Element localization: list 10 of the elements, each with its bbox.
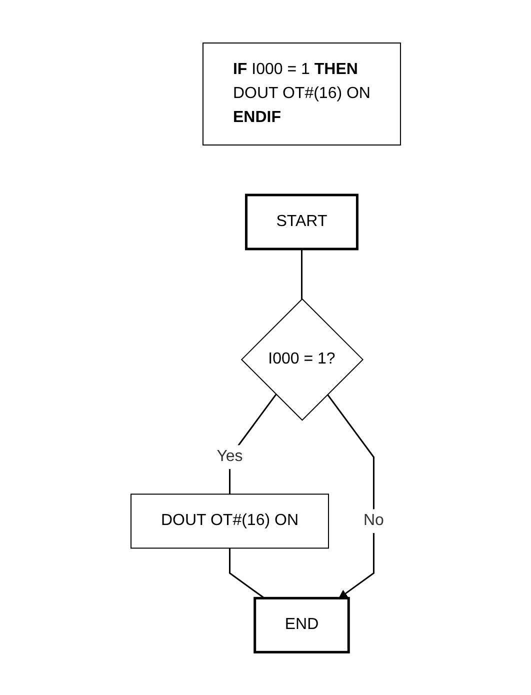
connector bbox=[300, 248, 302, 299]
node-box: START bbox=[244, 194, 358, 250]
node-box: IF I000 = 1 THEN DOUT OT#(16) ON ENDIF bbox=[202, 42, 401, 146]
node-box: DOUT OT#(16) ON bbox=[130, 494, 329, 549]
edge-label: Yes bbox=[216, 448, 243, 466]
connector bbox=[228, 548, 265, 599]
node-diamond: I000 = 1? bbox=[240, 298, 364, 421]
arrow bbox=[326, 394, 374, 598]
node-box: END bbox=[253, 596, 350, 654]
edge-label: No bbox=[363, 512, 384, 530]
